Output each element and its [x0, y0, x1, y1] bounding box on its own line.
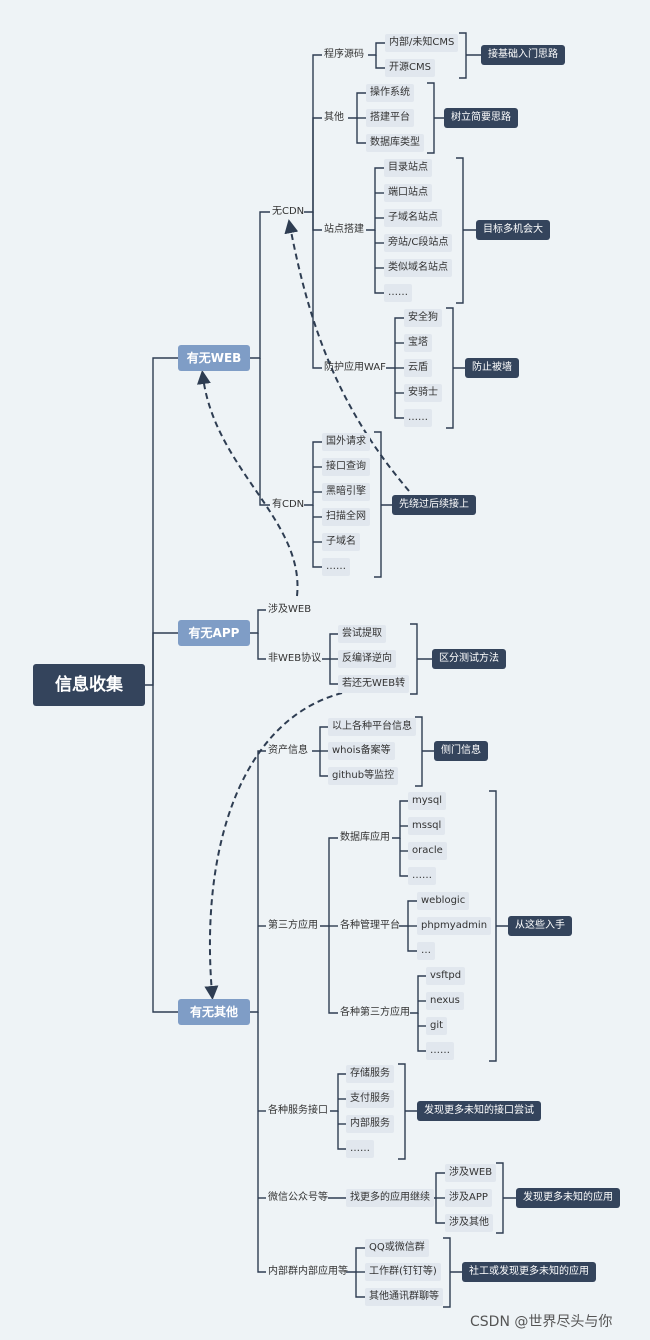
- node-site-build[interactable]: 站点搭建: [324, 224, 364, 235]
- leaf-dir-site[interactable]: 目录站点: [384, 159, 432, 177]
- leaf-nexus[interactable]: nexus: [426, 992, 464, 1010]
- leaf-git[interactable]: git: [426, 1017, 448, 1035]
- node-asset[interactable]: 资产信息: [268, 745, 308, 756]
- leaf-port-site[interactable]: 端口站点: [384, 184, 432, 202]
- leaf-c-site[interactable]: 旁站/C段站点: [384, 234, 453, 252]
- leaf-wx-app[interactable]: 涉及APP: [445, 1189, 492, 1207]
- note-side[interactable]: 侧门信息: [434, 741, 488, 761]
- node-non-web[interactable]: 非WEB协议: [268, 653, 322, 664]
- node-group[interactable]: 内部群内部应用等: [268, 1266, 348, 1277]
- leaf-mssql[interactable]: mssql: [408, 817, 446, 835]
- leaf-cms-inner[interactable]: 内部/未知CMS: [385, 34, 459, 52]
- leaf-go-other[interactable]: 若还无WEB转: [338, 675, 410, 693]
- leaf-etc[interactable]: ……: [408, 867, 436, 885]
- note-social[interactable]: 社工或发现更多未知的应用: [462, 1262, 596, 1282]
- node-no-cdn[interactable]: 无CDN: [272, 206, 305, 217]
- leaf-asset-whois[interactable]: whois备案等: [328, 742, 395, 760]
- leaf-platform[interactable]: 搭建平台: [366, 109, 414, 127]
- topic-app[interactable]: 有无APP: [178, 620, 250, 646]
- leaf-decompile[interactable]: 反编译逆向: [338, 650, 396, 668]
- leaf-os[interactable]: 操作系统: [366, 84, 414, 102]
- note-block[interactable]: 防止被墙: [465, 358, 519, 378]
- leaf-asset-platforms[interactable]: 以上各种平台信息: [328, 718, 416, 736]
- leaf-wx-web[interactable]: 涉及WEB: [445, 1164, 497, 1182]
- topic-web[interactable]: 有无WEB: [178, 345, 250, 371]
- leaf-work-group[interactable]: 工作群(钉钉等): [365, 1263, 441, 1281]
- note-bypass[interactable]: 先绕过后续接上: [392, 495, 476, 515]
- note-basic[interactable]: 接基础入门思路: [481, 45, 565, 65]
- node-mgmt[interactable]: 各种管理平台: [340, 920, 400, 931]
- note-method[interactable]: 区分测试方法: [432, 649, 506, 669]
- leaf-cms-open[interactable]: 开源CMS: [385, 59, 435, 77]
- leaf-db-type[interactable]: 数据库类型: [366, 134, 424, 152]
- leaf-cdn-scan[interactable]: 扫描全网: [322, 508, 370, 526]
- leaf-etc[interactable]: ……: [404, 409, 432, 427]
- leaf-other-chat[interactable]: 其他通讯群聊等: [365, 1288, 443, 1306]
- node-misc-app[interactable]: 各种第三方应用: [340, 1007, 410, 1018]
- root-topic[interactable]: 信息收集: [33, 664, 145, 706]
- leaf-cdn-dark-engine[interactable]: 黑暗引擎: [322, 483, 370, 501]
- node-services[interactable]: 各种服务接口: [268, 1105, 328, 1116]
- leaf-waf-safedog[interactable]: 安全狗: [404, 309, 442, 327]
- node-third-party[interactable]: 第三方应用: [268, 920, 318, 931]
- node-waf[interactable]: 防护应用WAF: [324, 362, 386, 373]
- leaf-etc[interactable]: ……: [322, 558, 350, 576]
- watermark: CSDN @世界尽头与你: [470, 1314, 613, 1330]
- node-app-web[interactable]: 涉及WEB: [268, 604, 312, 615]
- note-start[interactable]: 从这些入手: [508, 916, 572, 936]
- node-other[interactable]: 其他: [324, 112, 344, 123]
- topic-other[interactable]: 有无其他: [178, 999, 250, 1025]
- node-find-more[interactable]: 找更多的应用继续: [346, 1189, 434, 1207]
- leaf-waf-baota[interactable]: 宝塔: [404, 334, 432, 352]
- leaf-try-extract[interactable]: 尝试提取: [338, 625, 386, 643]
- leaf-cdn-api[interactable]: 接口查询: [322, 458, 370, 476]
- note-app[interactable]: 发现更多未知的应用: [516, 1188, 620, 1208]
- note-chance[interactable]: 目标多机会大: [476, 220, 550, 240]
- leaf-similar-site[interactable]: 类似域名站点: [384, 259, 452, 277]
- leaf-etc[interactable]: ……: [346, 1140, 374, 1158]
- leaf-storage[interactable]: 存储服务: [346, 1065, 394, 1083]
- note-thinking[interactable]: 树立简要思路: [444, 108, 518, 128]
- leaf-etc[interactable]: ……: [384, 284, 412, 302]
- leaf-vsftpd[interactable]: vsftpd: [426, 967, 466, 985]
- leaf-etc[interactable]: ……: [426, 1042, 454, 1060]
- leaf-wx-other[interactable]: 涉及其他: [445, 1214, 493, 1232]
- leaf-etc[interactable]: …: [417, 942, 435, 960]
- node-db-app[interactable]: 数据库应用: [340, 832, 390, 843]
- leaf-waf-anqishi[interactable]: 安骑士: [404, 384, 442, 402]
- leaf-weblogic[interactable]: weblogic: [417, 892, 470, 910]
- leaf-payment[interactable]: 支付服务: [346, 1090, 394, 1108]
- leaf-waf-yundun[interactable]: 云盾: [404, 359, 432, 377]
- leaf-mysql[interactable]: mysql: [408, 792, 446, 810]
- leaf-qq-group[interactable]: QQ或微信群: [365, 1239, 429, 1257]
- node-source-code[interactable]: 程序源码: [324, 49, 364, 60]
- node-wechat[interactable]: 微信公众号等: [268, 1192, 328, 1203]
- leaf-cdn-subdomain[interactable]: 子域名: [322, 533, 360, 551]
- leaf-asset-github[interactable]: github等监控: [328, 767, 399, 785]
- note-api[interactable]: 发现更多未知的接口尝试: [417, 1101, 541, 1121]
- leaf-cdn-foreign[interactable]: 国外请求: [322, 433, 370, 451]
- leaf-subdomain-site[interactable]: 子域名站点: [384, 209, 442, 227]
- node-with-cdn[interactable]: 有CDN: [272, 499, 305, 510]
- leaf-internal[interactable]: 内部服务: [346, 1115, 394, 1133]
- leaf-phpmyadmin[interactable]: phpmyadmin: [417, 917, 492, 935]
- leaf-oracle[interactable]: oracle: [408, 842, 447, 860]
